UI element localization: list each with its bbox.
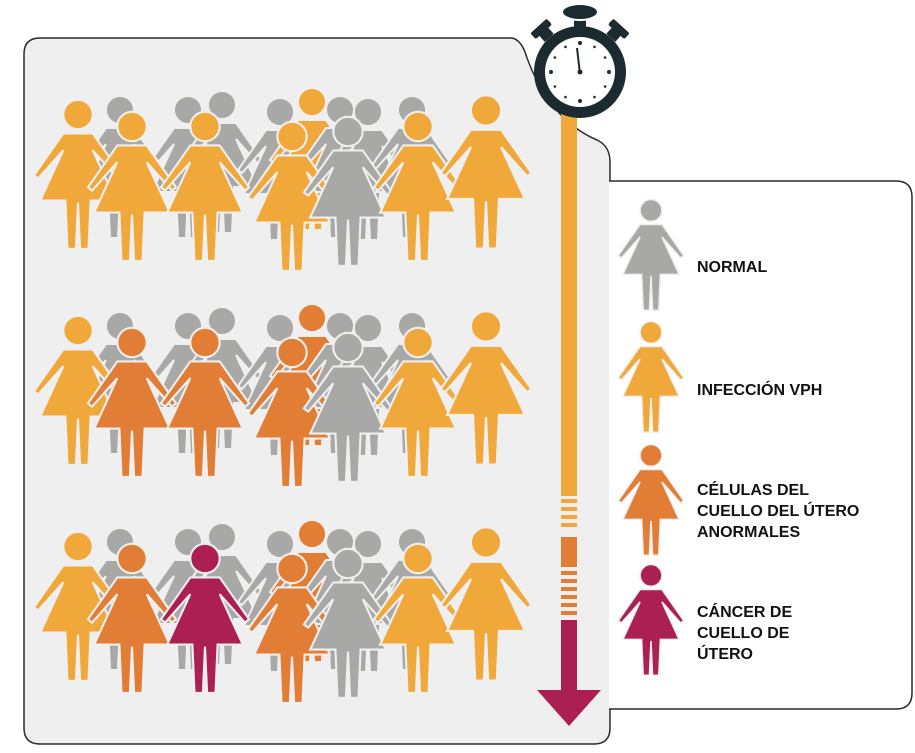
timeline-dashes-abnormal [561, 571, 577, 615]
figure-rows [32, 87, 533, 704]
timeline-dash [561, 499, 577, 503]
stopwatch-tick [603, 85, 607, 88]
stopwatch-tick [593, 45, 596, 49]
stopwatch-tick [564, 45, 567, 49]
stopwatch-tick [603, 56, 607, 59]
timeline-cancer-segment [561, 620, 577, 690]
timeline-arrow [537, 110, 601, 726]
stopwatch-tick [553, 85, 557, 88]
stopwatch-tick [607, 70, 611, 74]
stopwatch-tick [578, 99, 582, 103]
stopwatch-tick [564, 95, 567, 99]
timeline-dash [561, 579, 577, 583]
timeline-vph-segment [561, 110, 577, 496]
stopwatch-icon [531, 3, 629, 118]
timeline-dash [561, 603, 577, 607]
timeline-abnormal-segment [561, 537, 577, 567]
legend-label-normal: NORMAL [697, 259, 768, 276]
timeline-dash [561, 507, 577, 511]
timeline-dash [561, 587, 577, 591]
legend-panel [609, 180, 913, 710]
timeline-dash [561, 571, 577, 575]
legend-label-cancer: CÁNCER DE CUELLO DE ÚTERO [697, 604, 793, 663]
legend-label-vph: INFECCIÓN VPH [697, 382, 823, 399]
timeline-dashes-vph [561, 499, 577, 527]
stopwatch-tick [593, 95, 596, 99]
legend-label-abnormal: CÉLULAS DEL CUELLO DEL ÚTERO ANORMALES [697, 482, 860, 541]
timeline-dash [561, 515, 577, 519]
timeline-dash [561, 595, 577, 599]
stopwatch-tick [578, 41, 582, 45]
stopwatch-ticks [549, 41, 611, 103]
stopwatch-tick [553, 56, 557, 59]
arrow-down-icon [537, 690, 601, 726]
stopwatch-tick [549, 70, 553, 74]
timeline-dash [561, 611, 577, 615]
timeline-dash [561, 523, 577, 527]
